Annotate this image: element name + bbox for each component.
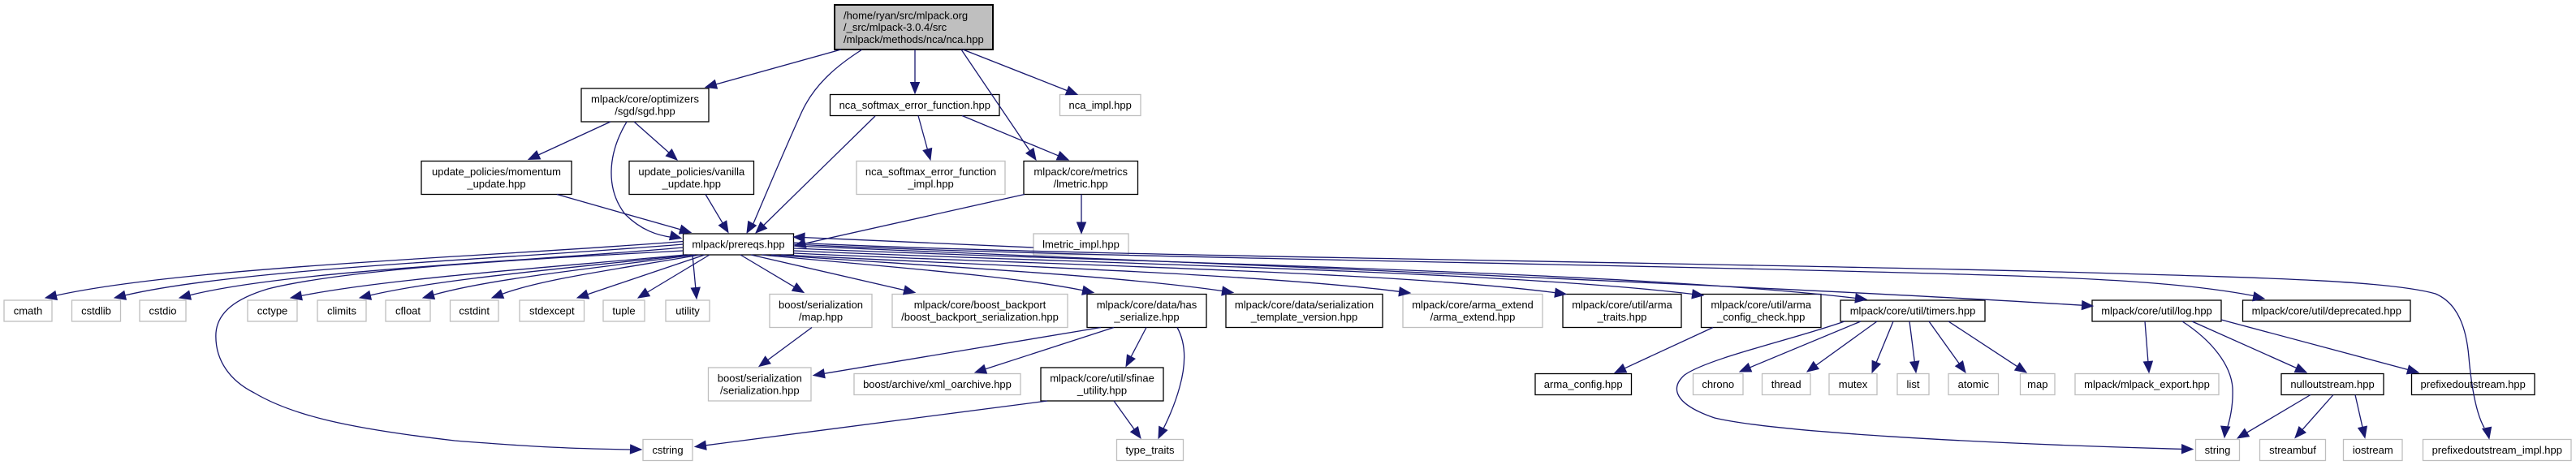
svg-text:mlpack/core/util/arma: mlpack/core/util/arma — [1711, 299, 1811, 311]
svg-text:nca_softmax_error_function: nca_softmax_error_function — [865, 166, 996, 178]
svg-text:list: list — [1907, 378, 1920, 390]
svg-text:mlpack/mlpack_export.hpp: mlpack/mlpack_export.hpp — [2084, 378, 2210, 390]
svg-text:update_policies/momentum: update_policies/momentum — [432, 166, 561, 178]
svg-text:mlpack/core/util/arma: mlpack/core/util/arma — [1572, 299, 1672, 311]
svg-text:utility: utility — [675, 305, 700, 317]
svg-text:/mlpack/methods/nca/nca.hpp: /mlpack/methods/nca/nca.hpp — [844, 33, 984, 45]
svg-text:/home/ryan/src/mlpack.org: /home/ryan/src/mlpack.org — [844, 9, 968, 21]
svg-text:_update.hpp: _update.hpp — [466, 178, 525, 190]
svg-text:/sgd/sgd.hpp: /sgd/sgd.hpp — [615, 105, 675, 118]
svg-text:iostream: iostream — [2353, 444, 2393, 456]
svg-text:arma_config.hpp: arma_config.hpp — [1544, 378, 1623, 390]
svg-text:mutex: mutex — [1839, 378, 1868, 390]
svg-text:map: map — [2027, 378, 2047, 390]
svg-text:nca_softmax_error_function.hpp: nca_softmax_error_function.hpp — [839, 99, 990, 111]
svg-text:chrono: chrono — [1702, 378, 1734, 390]
svg-text:type_traits: type_traits — [1126, 444, 1175, 456]
svg-text:tuple: tuple — [612, 305, 635, 317]
svg-text:prefixedoutstream_impl.hpp: prefixedoutstream_impl.hpp — [2432, 444, 2562, 456]
svg-text:prefixedoutstream.hpp: prefixedoutstream.hpp — [2421, 378, 2526, 390]
svg-text:atomic: atomic — [1958, 378, 1990, 390]
svg-text:streambuf: streambuf — [2269, 444, 2316, 456]
svg-text:mlpack/core/util/timers.hpp: mlpack/core/util/timers.hpp — [1850, 305, 1976, 317]
svg-text:cctype: cctype — [257, 305, 288, 317]
svg-text:mlpack/core/boost_backport: mlpack/core/boost_backport — [914, 299, 1046, 311]
svg-text:_update.hpp: _update.hpp — [662, 178, 721, 190]
svg-text:/serialization.hpp: /serialization.hpp — [720, 385, 800, 397]
svg-text:cmath: cmath — [14, 305, 42, 317]
svg-text:/lmetric.hpp: /lmetric.hpp — [1054, 178, 1108, 190]
svg-text:boost/serialization: boost/serialization — [718, 372, 802, 385]
svg-text:boost/serialization: boost/serialization — [779, 299, 863, 311]
svg-text:nca_impl.hpp: nca_impl.hpp — [1069, 99, 1132, 111]
svg-text:mlpack/core/util/log.hpp: mlpack/core/util/log.hpp — [2101, 305, 2212, 317]
svg-text:/boost_backport_serialization.: /boost_backport_serialization.hpp — [901, 311, 1059, 323]
svg-text:cstdint: cstdint — [459, 305, 490, 317]
svg-text:/_src/mlpack-3.0.4/src: /_src/mlpack-3.0.4/src — [844, 21, 947, 33]
svg-text:cstdlib: cstdlib — [81, 305, 111, 317]
svg-text:_template_version.hpp: _template_version.hpp — [1250, 311, 1358, 323]
svg-text:mlpack/core/optimizers: mlpack/core/optimizers — [591, 93, 699, 105]
svg-text:mlpack/core/metrics: mlpack/core/metrics — [1033, 166, 1128, 178]
svg-text:boost/archive/xml_oarchive.hpp: boost/archive/xml_oarchive.hpp — [863, 378, 1012, 390]
svg-text:_config_check.hpp: _config_check.hpp — [1716, 311, 1805, 323]
svg-text:/arma_extend.hpp: /arma_extend.hpp — [1430, 311, 1516, 323]
svg-text:mlpack/core/arma_extend: mlpack/core/arma_extend — [1412, 299, 1534, 311]
svg-text:climits: climits — [327, 305, 357, 317]
svg-text:mlpack/core/data/serialization: mlpack/core/data/serialization — [1235, 299, 1374, 311]
svg-text:_serialize.hpp: _serialize.hpp — [1113, 311, 1179, 323]
svg-text:_traits.hpp: _traits.hpp — [1597, 311, 1647, 323]
svg-text:thread: thread — [1771, 378, 1801, 390]
svg-text:_impl.hpp: _impl.hpp — [907, 178, 953, 190]
svg-text:mlpack/core/util/sfinae: mlpack/core/util/sfinae — [1050, 372, 1154, 385]
svg-text:nulloutstream.hpp: nulloutstream.hpp — [2290, 378, 2374, 390]
svg-text:mlpack/core/data/has: mlpack/core/data/has — [1097, 299, 1197, 311]
svg-text:cfloat: cfloat — [395, 305, 421, 317]
svg-text:string: string — [2205, 444, 2231, 456]
svg-text:_utility.hpp: _utility.hpp — [1077, 385, 1127, 397]
svg-text:mlpack/prereqs.hpp: mlpack/prereqs.hpp — [692, 239, 784, 251]
svg-text:cstdio: cstdio — [149, 305, 177, 317]
svg-text:/map.hpp: /map.hpp — [799, 311, 843, 323]
svg-text:update_policies/vanilla: update_policies/vanilla — [638, 166, 745, 178]
svg-text:mlpack/core/util/deprecated.hp: mlpack/core/util/deprecated.hpp — [2252, 305, 2401, 317]
svg-text:stdexcept: stdexcept — [529, 305, 575, 317]
svg-text:cstring: cstring — [652, 444, 683, 456]
svg-text:lmetric_impl.hpp: lmetric_impl.hpp — [1042, 239, 1120, 251]
